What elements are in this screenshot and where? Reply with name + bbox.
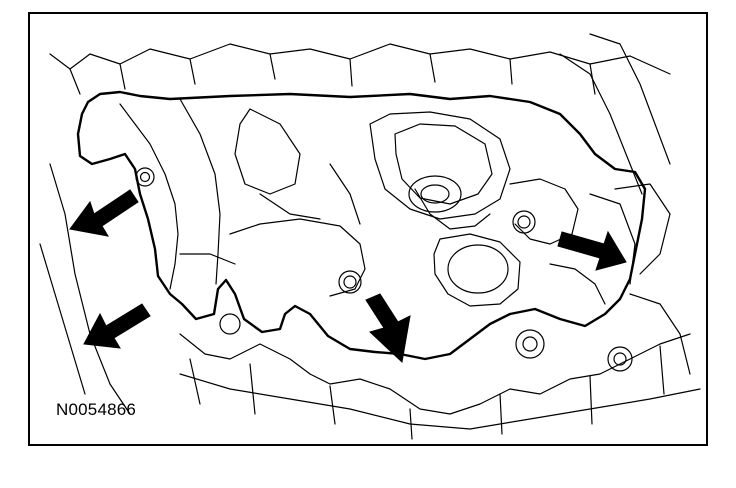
engine-background — [39, 33, 701, 440]
arrow-icon — [69, 189, 139, 237]
engine-heat-shield-illustration — [39, 33, 701, 440]
heat-shield-outline — [76, 90, 647, 361]
diagram-frame: N0054866 — [28, 12, 708, 446]
arrow-icon — [83, 303, 151, 349]
heat-shield-contours — [119, 98, 606, 307]
arrow-icon — [365, 293, 411, 363]
bolt-icon — [338, 270, 362, 294]
bolt-icon — [135, 167, 155, 187]
arrow-icon — [557, 230, 627, 271]
bolt-icon — [512, 210, 536, 234]
figure-reference-code: N0054866 — [56, 400, 137, 419]
